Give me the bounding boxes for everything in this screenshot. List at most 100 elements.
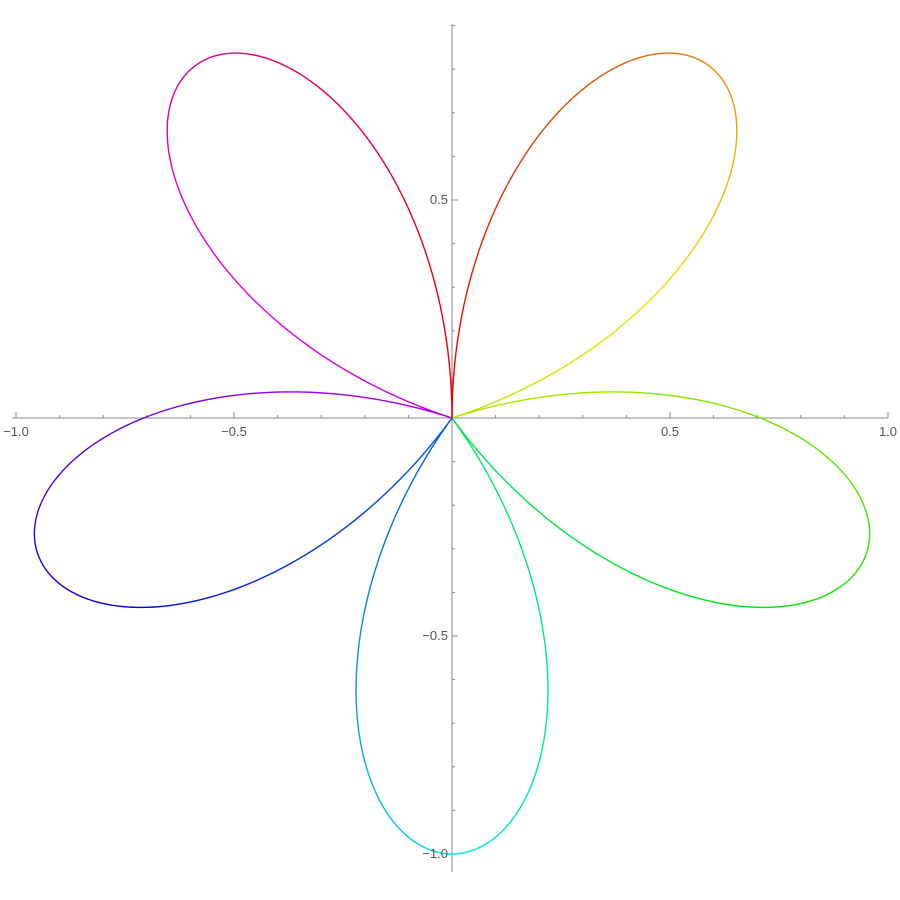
rose-petal-4-segment [220,52,227,56]
rose-petal-2-segment [826,456,834,463]
curve-layer [33,52,871,855]
rose-petal-5-segment [298,552,309,560]
rose-petal-5-segment [76,593,83,598]
rose-petal-1-segment [532,586,537,598]
rose-petal-2-segment [506,400,519,404]
rose-petal-2-segment [716,403,727,408]
rose-petal-2-segment [844,579,850,584]
rose-petal-1-segment [534,766,539,775]
rose-petal-5-segment [92,439,101,446]
rose-petal-5-segment [54,579,60,584]
rose-petal-5-segment [135,417,145,423]
rose-petal-3-segment [640,301,649,310]
rose-petal-4-segment [398,396,410,403]
rose-petal-5-segment [38,556,42,562]
rose-petal-2-segment [700,598,711,602]
rose-petal-5-segment [43,490,49,497]
rose-petal-4-segment [450,383,453,396]
rose-petal-4-segment [228,272,237,282]
rose-petal-5-segment [34,519,37,526]
rose-petal-2-segment [855,490,861,497]
rose-petal-2-segment [668,394,680,398]
rose-petal-4-segment [387,169,394,179]
rose-petal-1-segment [539,616,544,628]
rose-petal-4-segment [166,115,169,123]
rose-petal-5-segment [205,397,217,401]
rose-petal-1-segment [424,847,431,851]
rose-petal-4-segment [166,138,169,147]
rose-petal-3-segment [524,382,537,389]
rose-petal-5-segment [53,475,59,482]
rose-petal-1-segment [495,832,501,838]
rose-petal-2-segment [666,587,677,593]
rose-petal-5-segment [440,413,453,419]
rose-petal-4-segment [277,321,288,330]
rose-petal-1-segment [478,844,485,849]
rose-petal-5-segment [119,424,129,430]
rose-petal-3-segment [563,359,575,368]
rose-petal-3-segment [703,62,709,66]
rose-petal-3-segment [454,349,457,362]
rose-petal-1-segment [469,848,476,852]
rose-petal-2-segment [586,547,597,555]
rose-petal-5-segment [289,558,300,565]
rose-petal-4-segment [168,151,171,160]
rose-petal-1-segment [358,735,362,746]
rose-petal-5-segment [161,604,171,608]
rose-petal-5-segment [318,392,332,395]
rose-petal-1-segment [367,773,372,782]
rose-petal-3-segment [673,265,682,275]
rose-petal-1-segment [464,850,471,854]
rose-petal-5-segment [429,410,442,416]
rose-petal-1-segment [365,766,370,775]
rose-petal-1-segment [529,780,534,789]
rose-petal-3-segment [735,115,738,123]
rose-petal-3-segment [471,262,476,275]
rose-petal-4-segment [170,94,175,101]
rose-petal-1-segment [382,535,388,547]
rose-petal-3-segment [717,73,723,79]
rose-petal-4-segment [350,117,358,126]
rose-petal-2-segment [804,600,812,604]
rose-petal-4-segment [357,376,370,384]
rose-petal-1-segment [388,815,394,822]
rose-petal-4-segment [172,89,176,96]
rose-petal-4-segment [255,301,264,310]
rose-petal-5-segment [329,392,343,396]
rose-petal-1-segment [544,719,548,729]
rose-petal-5-segment [374,398,387,402]
rose-petal-1-segment [372,786,377,795]
y-tick-label: 0.5 [430,192,448,207]
rose-petal-5-segment [105,431,115,437]
rose-petal-5-segment [35,547,39,554]
rose-petal-5-segment [142,414,153,419]
rose-petal-1-segment [367,586,372,598]
rose-petal-4-segment [414,222,420,234]
rose-petal-2-segment [622,567,633,574]
rose-petal-5-segment [383,485,394,496]
rose-petal-3-segment [544,371,556,379]
rose-petal-3-segment [557,105,565,113]
rose-petal-2-segment [798,601,806,605]
rose-petal-3-segment [679,258,687,267]
rose-petal-2-segment [569,535,580,543]
rose-petal-1-segment [399,494,406,507]
rose-petal-3-segment [624,315,634,324]
rose-petal-3-segment [477,242,483,254]
rose-petal-2-segment [583,391,596,394]
rose-petal-3-segment [541,124,548,133]
rose-petal-4-segment [246,53,253,56]
rose-petal-5-segment [315,541,326,549]
rose-petal-1-segment [486,839,493,844]
rose-petal-1-segment [437,851,444,855]
rose-petal-2-segment [809,443,818,450]
rose-petal-3-segment [492,204,499,215]
rose-petal-2-segment [494,469,504,480]
rose-petal-2-segment [647,392,660,395]
rose-petal-1-segment [419,844,426,849]
rose-petal-2-segment [725,405,736,410]
rose-petal-5-segment [350,515,361,524]
rose-petal-3-segment [608,328,619,337]
rose-petal-2-segment [778,605,787,608]
